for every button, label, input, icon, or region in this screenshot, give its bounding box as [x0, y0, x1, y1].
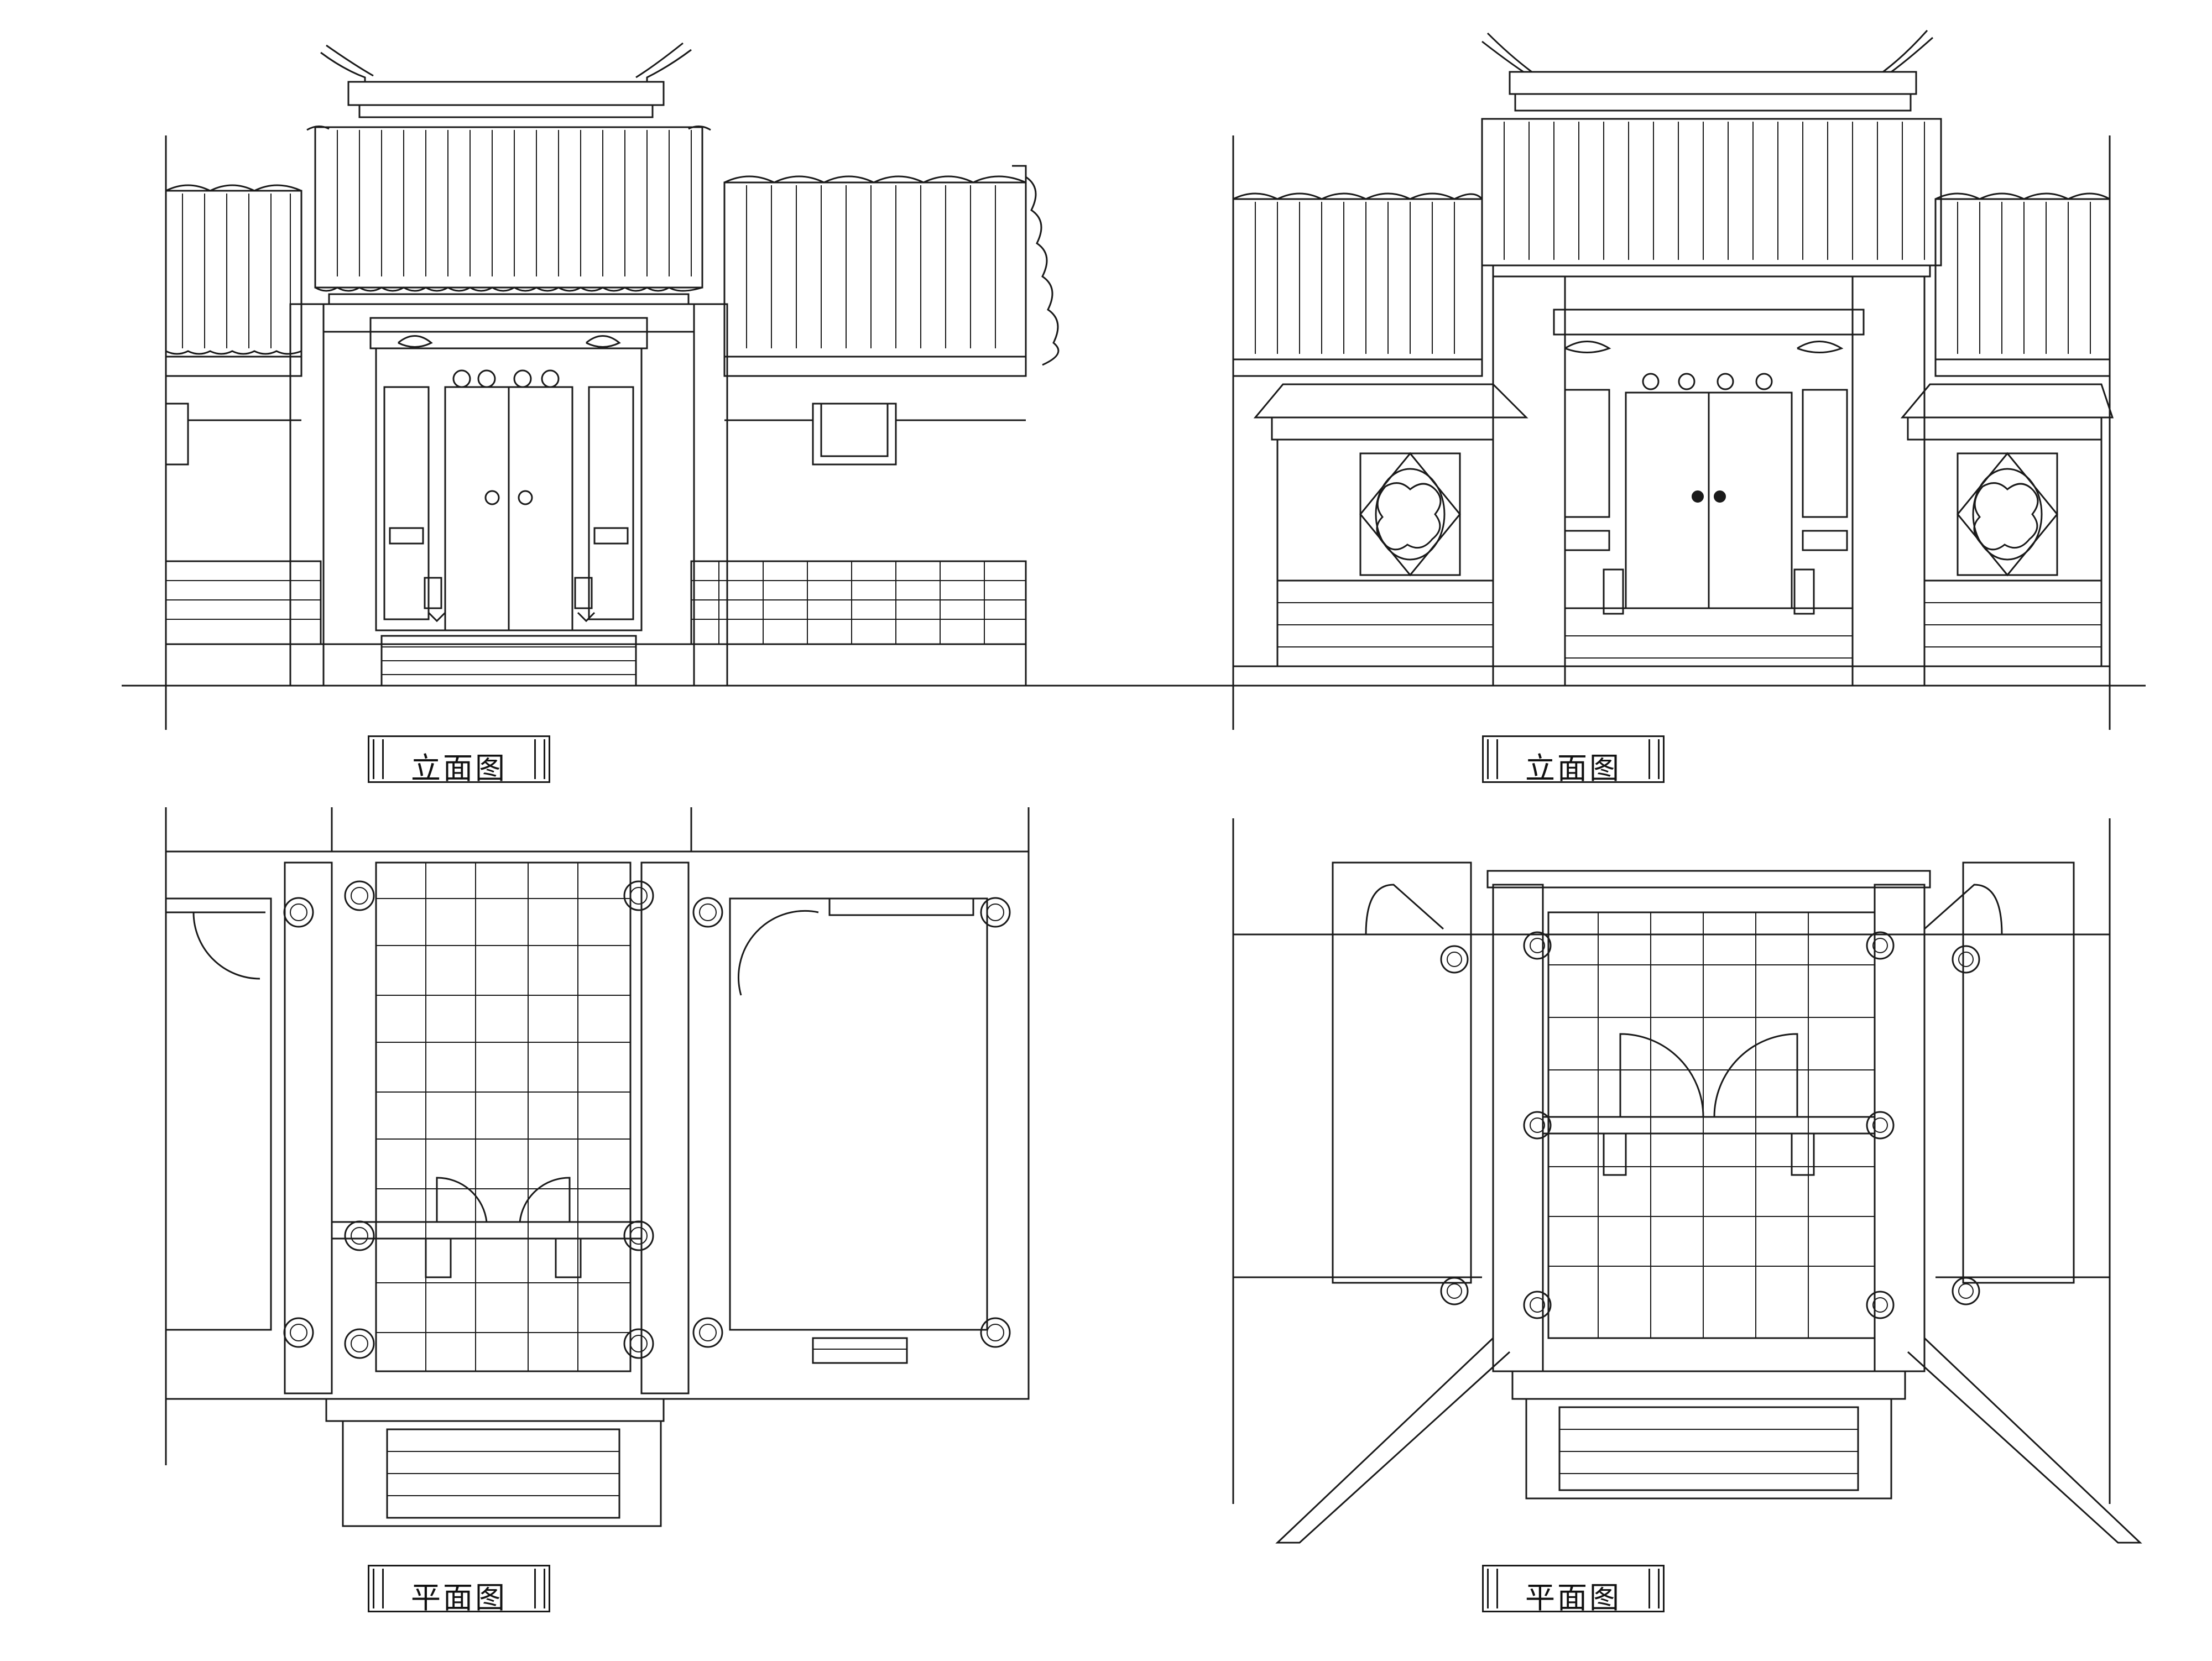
floor-tiles — [375, 861, 632, 1372]
elevation-1-title: 立面图 — [368, 735, 550, 786]
central-gate-roof — [306, 42, 711, 305]
right-wing-roof — [723, 165, 1060, 366]
elevation-2-title-text: 立面图 — [1525, 751, 1621, 786]
column-bases — [283, 880, 1011, 1359]
gate-doors — [424, 386, 596, 631]
gate-steps — [1564, 607, 1854, 687]
left-wing-roof — [165, 184, 302, 358]
door-swing — [166, 911, 265, 980]
door-swing — [1924, 884, 2003, 935]
splayed-walls — [1275, 1337, 2142, 1544]
elevation-1-drawing — [122, 42, 1233, 730]
plan-2-title: 平面图 — [1482, 1565, 1665, 1615]
floor-tiles — [1547, 911, 1876, 1339]
door-swing — [738, 910, 819, 996]
left-wing-roof — [1232, 192, 1483, 377]
elevation-1-title-text: 立面图 — [411, 751, 507, 786]
elevation-2-title: 立面图 — [1482, 735, 1665, 786]
brick-base — [1232, 579, 2111, 687]
gate-doors — [1603, 391, 1815, 615]
brick-base — [165, 560, 1027, 687]
door-swing — [1365, 884, 1444, 935]
gate-steps — [1511, 1370, 1906, 1500]
gate-steps — [380, 635, 637, 687]
window-left — [1276, 438, 1494, 582]
gate-frame — [1492, 275, 1926, 687]
gate-door-plan — [1542, 1033, 1876, 1176]
gate-steps — [325, 1398, 665, 1527]
central-gate-roof — [1481, 30, 1942, 278]
gate-door-plan — [331, 1177, 643, 1278]
plan-2-drawing — [1232, 818, 2142, 1544]
elevation-2-drawing — [1232, 30, 2146, 730]
column-bases — [1440, 931, 1980, 1319]
plan-1-drawing — [165, 807, 1030, 1527]
plan-1-title: 平面图 — [368, 1565, 550, 1615]
side-walls — [165, 356, 1027, 466]
right-wing-roof — [1934, 192, 2111, 377]
window-right — [1923, 438, 2103, 582]
plan-2-title-text: 平面图 — [1525, 1580, 1621, 1615]
gate-frame — [289, 303, 728, 687]
plan-1-title-text: 平面图 — [411, 1580, 507, 1615]
